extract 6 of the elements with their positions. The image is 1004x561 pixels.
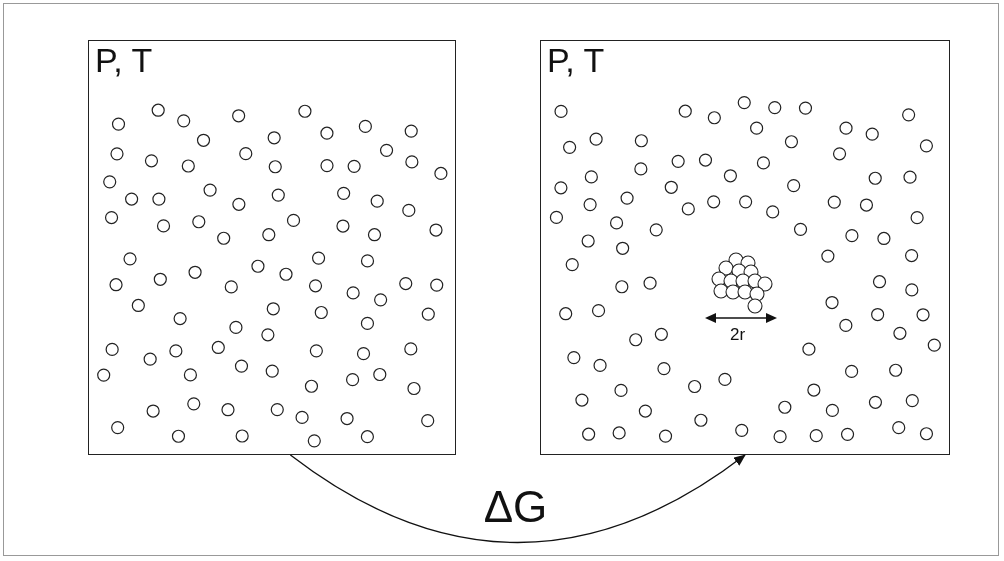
condition-label: P, T <box>95 43 153 77</box>
dimension-label: 2r <box>730 326 746 343</box>
condition-label: P, T <box>547 43 605 77</box>
curved-arrow <box>289 454 746 544</box>
container-box <box>540 40 950 455</box>
container-box <box>88 40 456 455</box>
